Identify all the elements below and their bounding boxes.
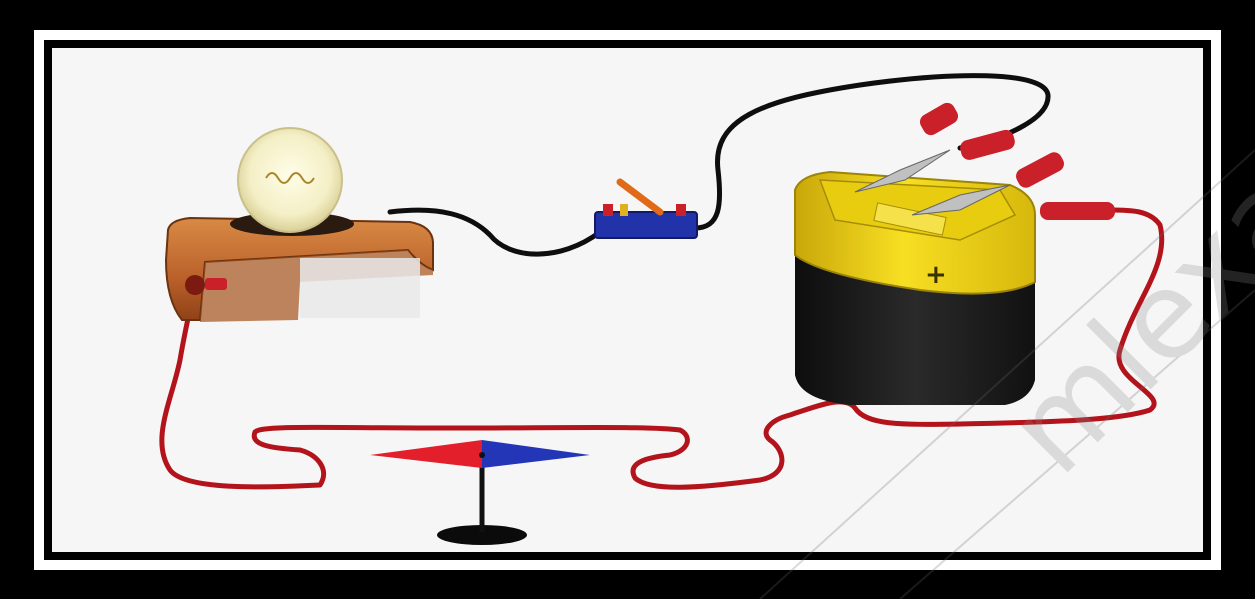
switch-post-mid	[620, 204, 628, 216]
bulb-icon	[238, 128, 342, 232]
needle-pivot	[479, 452, 485, 458]
switch-post-left	[603, 204, 613, 216]
holder-opening	[300, 258, 420, 318]
clip-sleeve	[1040, 202, 1115, 220]
battery-plus-mark: +	[925, 260, 947, 290]
lamp-terminal	[185, 275, 205, 295]
battery: +	[795, 172, 1035, 405]
lamp-terminal-connector	[205, 278, 227, 290]
switch-post-right	[676, 204, 686, 216]
